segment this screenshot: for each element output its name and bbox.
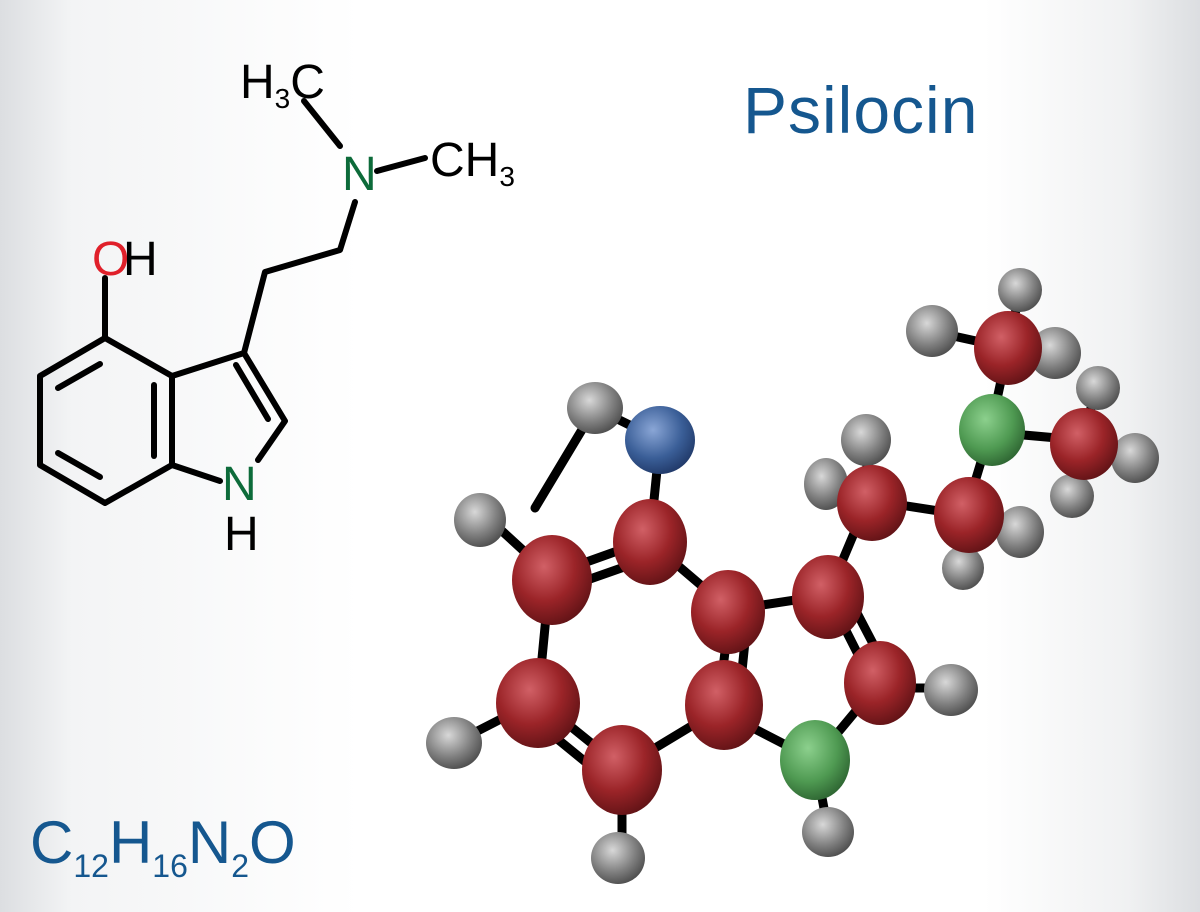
- indole-hydrogen-label: H: [224, 508, 259, 561]
- formula-carbon-count: 12: [73, 848, 109, 884]
- heavy-atoms: [496, 311, 1118, 815]
- methyl-top-label: H3C: [240, 56, 325, 114]
- formula-carbon: C: [30, 809, 74, 876]
- hydrogen-atoms: [426, 268, 1159, 884]
- formula-nitrogen-count: 2: [231, 848, 250, 884]
- compound-title: Psilocin: [743, 73, 979, 147]
- formula-oxygen: O: [249, 809, 296, 876]
- amine-nitrogen-label: N: [342, 148, 377, 201]
- hydroxyl-hydrogen-label: H: [123, 233, 158, 286]
- hydroxyl-oxygen-label: O: [92, 233, 129, 286]
- formula-hydrogen: H: [108, 809, 153, 876]
- formula-nitrogen: N: [187, 809, 232, 876]
- formula-hydrogen-count: 16: [152, 848, 188, 884]
- molecular-formula: C12H16N2O: [30, 808, 296, 885]
- indole-nitrogen-label: N: [222, 458, 257, 511]
